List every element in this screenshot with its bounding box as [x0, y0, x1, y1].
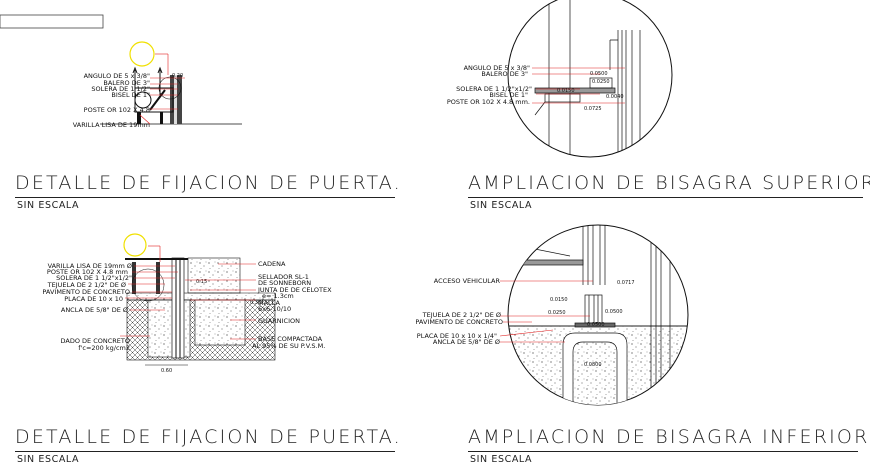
title-underline: [15, 197, 395, 198]
label-sonneborn: DE SONNEBORN: [258, 279, 311, 287]
label-tejuela: TEJUELA DE 2 1/2" DE Ø: [47, 281, 126, 289]
dim-label: 0.0800: [584, 362, 602, 368]
dim-label: 0.0725: [584, 106, 602, 112]
dim-label: 0.60: [161, 368, 172, 374]
label-balero: BALERO DE 3": [103, 79, 150, 87]
label-ancla: ANCLA DE 5/8" DE Ø: [61, 306, 128, 314]
label-sellador: SELLADOR SL-1: [258, 273, 309, 281]
label-angulo: ANGULO DE 5 x 3/8": [464, 64, 530, 72]
label-malla-spec: 6x6-10/10: [258, 305, 291, 313]
label-poste: POSTE OR 102 X 4.8 mm.: [447, 98, 530, 106]
detail-4-drawing: 0.0717 0.0150 0.0250 0.0500 0.0500 0.080…: [415, 224, 689, 406]
label-junta: JUNTA DE DE CELOTEX: [257, 286, 332, 294]
dim-label: 0.0500: [587, 322, 605, 328]
detail-3-title: DETALLE DE FIJACION DE PUERTA.: [15, 426, 402, 448]
label-solera: SOLERA DE 1 1/2": [91, 85, 150, 93]
detail-2-scale: SIN ESCALA: [470, 200, 533, 211]
label-varilla: VARILLA LISA DE 19mm Ø: [48, 262, 132, 270]
label-dado: DADO DE CONCRETO: [61, 337, 130, 345]
label-tejuela: TEJUELA DE 2 1/2" DE Ø: [422, 311, 501, 319]
label-solera: SOLERA DE 1 1/2"x1/2": [56, 274, 132, 282]
detail-1-title: DETALLE DE FIJACION DE PUERTA.: [15, 172, 402, 194]
label-bisel: BISEL DE 1": [489, 91, 528, 99]
label-junta-espesor: e= 1.3cm: [262, 292, 294, 300]
detail-3-scale: SIN ESCALA: [17, 454, 80, 465]
label-guarnicion: GUARNICION: [258, 317, 300, 325]
label-acceso: ACCESO VEHICULAR: [434, 277, 501, 285]
dim-label: 0.0150: [550, 297, 568, 303]
label-pavimento: PAVIMENTO DE CONCRETO: [415, 318, 503, 326]
label-varilla: VARILLA LISA DE 19mm: [73, 121, 150, 129]
callout-bubble: [123, 233, 147, 257]
detail-3-drawing: 0.60 0.30 0.15 VARILLA LISA DE 19mm Ø PO…: [42, 233, 332, 374]
dim-label: 0.15: [196, 279, 207, 285]
dim-label: 0.20: [172, 73, 183, 79]
label-pavimento: PAVIMENTO DE CONCRETO: [42, 288, 130, 296]
dim-label: 0.0250: [592, 79, 610, 85]
title-underline: [468, 197, 863, 198]
label-poste: POSTE OR 102 X 4.8: [84, 106, 150, 114]
label-placa: PLACA DE 10 x 10: [64, 295, 123, 303]
label-malla: MALLA: [258, 299, 280, 307]
label-ancla: ANCLA DE 5/8" DE Ø: [433, 338, 500, 346]
callout-bubble: [129, 41, 155, 67]
label-base: BASE COMPACTADA: [258, 335, 323, 343]
label-bisel: BISEL DE 1": [111, 91, 150, 99]
label-poste: POSTE OR 102 X 4.8 mm: [47, 268, 128, 276]
dim-label: 0.30: [250, 300, 261, 306]
detail-1-scale: SIN ESCALA: [17, 200, 80, 211]
dim-label: 0.0040: [606, 94, 624, 100]
title-box: [0, 14, 104, 29]
label-solera: SOLERA DE 1 1/2"x1/2": [456, 85, 532, 93]
dim-label: 0.0250: [548, 310, 566, 316]
dim-label: 0.0500: [605, 309, 623, 315]
detail-2-title: AMPLIACION DE BISAGRA SUPERIOR.: [468, 172, 870, 194]
label-placa: PLACA DE 10 x 10 x 1/4": [417, 332, 497, 340]
dim-label: 0.0717: [617, 280, 635, 286]
title-underline: [15, 451, 395, 452]
label-fc: f'c=200 kg/cm2: [78, 344, 130, 352]
detail-4-title: AMPLIACION DE BISAGRA INFERIOR.: [468, 426, 870, 448]
label-balero: BALERO DE 3": [481, 70, 528, 78]
title-underline: [468, 451, 858, 452]
dim-label: 0.0500: [590, 71, 608, 77]
dim-label: 0.0150: [557, 88, 575, 94]
detail-2-drawing: 0.0500 0.0250 0.0150 0.0040 0.0725 ANGUL…: [447, 0, 673, 158]
label-base-spec: AL 95% DE SU P.V.S.M.: [252, 342, 325, 350]
label-angulo: ANGULO DE 5 x 3/8": [84, 72, 150, 80]
detail-4-scale: SIN ESCALA: [470, 454, 533, 465]
label-cadena: CADENA: [258, 260, 286, 268]
detail-1-drawing: 0.20 ANGULO DE 5 x 3/8" BALERO DE 3" SOL…: [73, 41, 242, 129]
